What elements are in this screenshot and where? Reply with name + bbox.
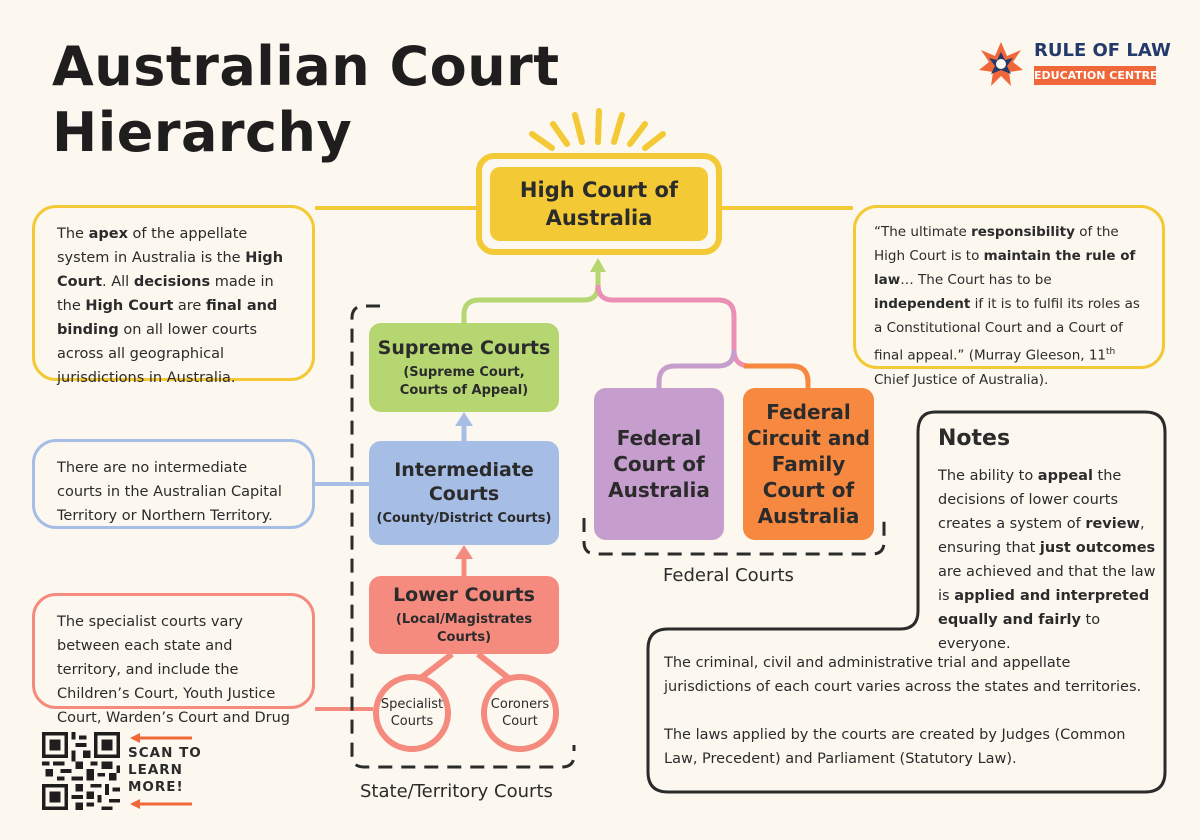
coroners-line-1: Coroners [490,697,550,712]
federal-court-line-1: Federal [616,426,702,450]
intermediate-sub: (County/District Courts) [376,511,552,526]
intermediate-courts-box: Intermediate Courts (County/District Cou… [369,441,559,545]
federal-circuit-line-3: Family [771,452,846,476]
federal-court-box: Federal Court of Australia [594,388,724,540]
federal-court-line-3: Australia [608,478,710,502]
federal-circuit-line-2: Circuit and [747,426,870,450]
intermediate-name-2: Courts [428,483,500,505]
federal-court-line-2: Court of [613,452,705,476]
apex-callout: The apex of the appellate system in Aust… [32,205,315,386]
federal-circuit-line-1: Federal [766,400,851,424]
notes-title: Notes [938,426,1011,451]
notes-paragraph-3: The laws applied by the courts are creat… [664,727,1126,767]
rays-icon [529,108,666,151]
lower-courts-box: Lower Courts (Local/Magistrates Courts) [369,576,559,654]
high-court-box: High Court of Australia [490,167,708,241]
title-line-1: Australian Court [52,35,560,98]
supreme-courts-sub: (Supreme Court, Courts of Appeal) [399,364,529,398]
scan-to-learn-text: SCAN TO LEARN MORE! [128,745,208,796]
intermediate-name-1: Intermediate [394,459,534,481]
coroners-line-2: Court [502,714,538,729]
gleeson-quote-callout: “The ultimate responsibility of the High… [853,205,1165,388]
high-court-name-2: Australia [545,206,653,230]
notes-paragraph-2: The criminal, civil and administrative t… [664,655,1142,695]
state-courts-label: State/Territory Courts [360,781,553,802]
intermediate-callout: There are no intermediate courts in the … [32,439,315,529]
specialist-line-2: Courts [390,714,434,729]
specialist-callout: The specialist courts vary between each … [32,593,315,750]
scan-line-3: MORE! [128,779,184,795]
specialist-line-1: Specialist [380,697,444,712]
scan-line-2: LEARN [128,762,183,778]
lower-courts-sub: (Local/Magistrates Courts) [395,612,533,645]
federal-circuit-line-5: Australia [757,504,860,528]
logo-subtitle: EDUCATION CENTRE [1034,66,1158,85]
high-court-name-1: High Court of [519,178,679,202]
title-line-2: Hierarchy [52,101,353,164]
page-title: Australian Court Hierarchy [52,34,560,166]
qr-code-icon[interactable] [41,732,121,810]
federal-circuit-box: Federal Circuit and Family Court of Aust… [743,388,874,540]
scan-line-1: SCAN TO [128,745,202,761]
logo-star-icon [979,42,1023,86]
supreme-courts-name: Supreme Courts [377,336,551,359]
federal-courts-label: Federal Courts [663,565,794,586]
notes-paragraph-1: The ability to appeal the decisions of l… [938,468,1156,652]
logo-title: RULE OF LAW [1034,40,1171,61]
lower-courts-name: Lower Courts [393,584,535,606]
supreme-courts-box: Supreme Courts (Supreme Court, Courts of… [369,323,559,412]
federal-circuit-line-4: Court of [762,478,855,502]
scan-arrows-icon [130,733,192,809]
